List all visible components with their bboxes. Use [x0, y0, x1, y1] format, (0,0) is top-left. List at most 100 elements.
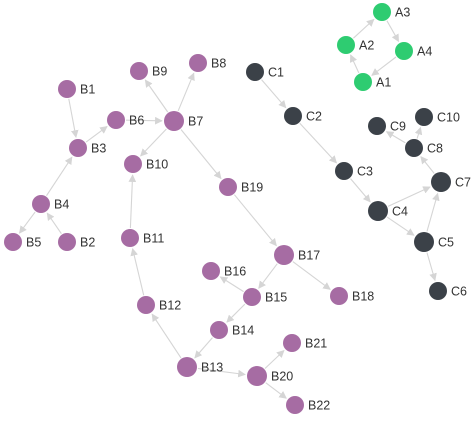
edge-b3-b6 [85, 126, 108, 143]
node-b22[interactable]: B22 [286, 396, 330, 414]
node-circle-c7[interactable] [431, 172, 451, 192]
node-b9[interactable]: B9 [130, 62, 167, 80]
node-circle-c8[interactable] [405, 139, 423, 157]
node-circle-c1[interactable] [246, 63, 264, 81]
node-label-b22: B22 [308, 399, 330, 413]
node-label-a3: A3 [395, 6, 410, 20]
node-circle-b18[interactable] [330, 287, 348, 305]
node-b7[interactable]: B7 [164, 111, 203, 131]
node-circle-b13[interactable] [177, 357, 197, 377]
node-b13[interactable]: B13 [177, 357, 223, 377]
node-circle-b15[interactable] [243, 288, 261, 306]
edge-b11-b10 [128, 174, 137, 229]
node-label-b5: B5 [26, 236, 41, 250]
node-label-c8: C8 [427, 142, 443, 156]
node-label-b16: B16 [224, 265, 246, 279]
node-c5[interactable]: C5 [414, 232, 454, 252]
node-c4[interactable]: C4 [368, 201, 408, 221]
node-b19[interactable]: B19 [219, 178, 263, 196]
node-circle-c3[interactable] [335, 162, 353, 180]
node-circle-a4[interactable] [395, 42, 413, 60]
node-circle-b22[interactable] [286, 396, 304, 414]
node-circle-b2[interactable] [58, 233, 76, 251]
node-b15[interactable]: B15 [243, 288, 287, 306]
node-circle-a1[interactable] [354, 73, 372, 91]
node-b10[interactable]: B10 [124, 155, 168, 173]
node-label-b4: B4 [54, 198, 69, 212]
node-circle-c5[interactable] [414, 232, 434, 252]
node-b21[interactable]: B21 [283, 334, 327, 352]
node-b3[interactable]: B3 [69, 139, 106, 157]
node-circle-b19[interactable] [219, 178, 237, 196]
node-circle-b10[interactable] [124, 155, 142, 173]
node-a1[interactable]: A1 [354, 73, 391, 91]
node-circle-b14[interactable] [210, 321, 228, 339]
edge-b15-b16 [219, 276, 244, 293]
node-circle-c2[interactable] [284, 107, 302, 125]
edge-c4-c7 [387, 186, 431, 207]
edges-layer [19, 18, 440, 399]
node-b6[interactable]: B6 [107, 111, 144, 129]
node-label-a2: A2 [359, 39, 374, 53]
node-b5[interactable]: B5 [4, 233, 41, 251]
node-b16[interactable]: B16 [202, 262, 246, 280]
node-label-c7: C7 [455, 176, 471, 190]
node-circle-b11[interactable] [121, 229, 139, 247]
edge-b2-b4 [46, 212, 62, 235]
node-circle-b1[interactable] [58, 80, 76, 98]
node-circle-b12[interactable] [137, 296, 155, 314]
edge-b7-b19 [180, 129, 222, 180]
node-b8[interactable]: B8 [189, 54, 226, 72]
node-b2[interactable]: B2 [58, 233, 95, 251]
node-circle-c6[interactable] [429, 282, 447, 300]
node-label-b12: B12 [159, 299, 181, 313]
node-circle-b21[interactable] [283, 334, 301, 352]
node-b14[interactable]: B14 [210, 321, 254, 339]
node-b17[interactable]: B17 [274, 245, 320, 265]
node-b1[interactable]: B1 [58, 80, 95, 98]
edge-a1-a2 [349, 54, 360, 74]
node-b4[interactable]: B4 [32, 195, 69, 213]
node-c10[interactable]: C10 [415, 108, 460, 126]
node-circle-a3[interactable] [373, 3, 391, 21]
edge-c4-c5 [386, 216, 415, 236]
node-circle-b3[interactable] [69, 139, 87, 157]
node-c7[interactable]: C7 [431, 172, 471, 192]
node-c2[interactable]: C2 [284, 107, 322, 125]
node-label-b1: B1 [80, 83, 95, 97]
node-label-b17: B17 [298, 249, 320, 263]
node-circle-b9[interactable] [130, 62, 148, 80]
node-label-a1: A1 [376, 76, 391, 90]
node-label-b7: B7 [188, 115, 203, 129]
node-label-c3: C3 [357, 165, 373, 179]
node-a2[interactable]: A2 [337, 36, 374, 54]
node-c8[interactable]: C8 [405, 139, 443, 157]
node-circle-c10[interactable] [415, 108, 433, 126]
edge-c8-c9 [385, 131, 406, 144]
node-circle-b20[interactable] [247, 366, 267, 386]
node-circle-a2[interactable] [337, 36, 355, 54]
node-circle-c9[interactable] [368, 117, 386, 135]
node-circle-c4[interactable] [368, 201, 388, 221]
node-circle-b4[interactable] [32, 195, 50, 213]
node-b20[interactable]: B20 [247, 366, 293, 386]
node-c1[interactable]: C1 [246, 63, 284, 81]
edge-b17-b18 [292, 261, 331, 290]
node-b12[interactable]: B12 [137, 296, 181, 314]
node-a3[interactable]: A3 [373, 3, 410, 21]
node-a4[interactable]: A4 [395, 42, 432, 60]
node-label-b9: B9 [152, 65, 167, 79]
node-circle-b5[interactable] [4, 233, 22, 251]
node-b11[interactable]: B11 [121, 229, 164, 247]
node-circle-b7[interactable] [164, 111, 184, 131]
node-c9[interactable]: C9 [368, 117, 406, 135]
node-circle-b17[interactable] [274, 245, 294, 265]
node-circle-b6[interactable] [107, 111, 125, 129]
node-b18[interactable]: B18 [330, 287, 374, 305]
node-c3[interactable]: C3 [335, 162, 373, 180]
edge-b15-b14 [226, 303, 246, 323]
node-c6[interactable]: C6 [429, 282, 467, 300]
node-circle-b16[interactable] [202, 262, 220, 280]
node-circle-b8[interactable] [189, 54, 207, 72]
